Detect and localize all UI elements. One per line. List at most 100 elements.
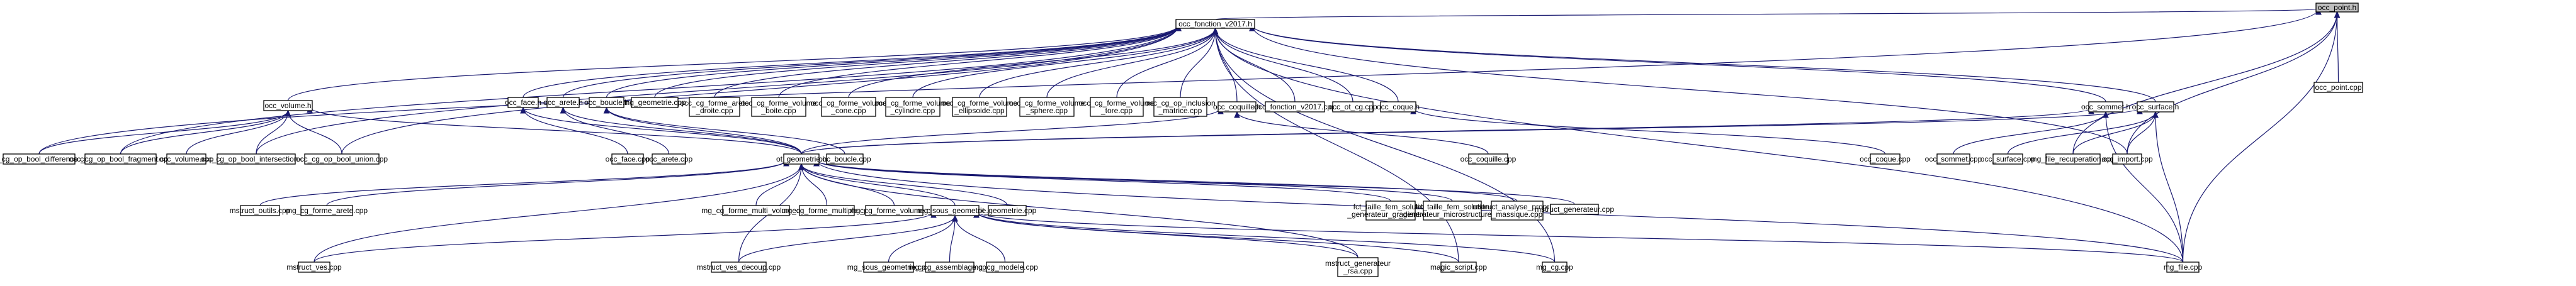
node-label: mstruct_analyse_propriete [1472, 202, 1562, 211]
edge-occ_cg_op_bool_union-to-occ_volume_h [285, 109, 342, 155]
node-occ-point-cpp[interactable]: occ_point.cpp [2313, 82, 2363, 93]
node-occ-coquille-h[interactable]: occ_coquille.h [1213, 101, 1261, 113]
node-mstruct-generateur-cpp[interactable]: mstruct_generateur.cpp [1535, 204, 1614, 215]
node-mg-geometrie-cpp[interactable]: mg_geometrie.cpp [623, 97, 686, 108]
node-occ-import-cpp[interactable]: occ_import.cpp [2101, 153, 2153, 165]
edge-line [816, 160, 1575, 205]
node-box [722, 205, 790, 216]
node-mg-cg-forme-multi-volume-cpp[interactable]: mg_cg_forme_multi_volume.cpp [701, 205, 811, 216]
edge-fct_taille_gradient-to-ot_geometrie_h [813, 159, 1391, 202]
node-occ-cg-op-bool-difference[interactable]: occ_cg_op_bool_difference.cpp [0, 153, 93, 165]
node-box [2088, 101, 2123, 113]
node-mg-cg-forme-volume-cpp[interactable]: mg_cg_forme_volume.cpp [850, 205, 939, 216]
node-box [1992, 153, 2023, 165]
node-ot-geometrie-h[interactable]: ot_geometrie.h [776, 153, 827, 165]
node-occ-cg-op-inclusion-matrice[interactable]: occ_cg_op_inclusion_matrice.cpp [1145, 97, 1216, 117]
node-label: occ_face.cpp [606, 155, 650, 163]
node-occ-boucle-cpp[interactable]: occ_boucle.cpp [818, 153, 871, 165]
node-occ-cg-forme-volume-sphere[interactable]: occ_cg_forme_volume_sphere.cpp [1009, 97, 1085, 117]
node-box [3, 153, 76, 165]
node-magic-script-cpp[interactable]: magic_script.cpp [1430, 261, 1487, 273]
edge-line [523, 107, 802, 155]
node-mstruct-generateur-rsa[interactable]: mstruct_generateur_rsa.cpp [1325, 257, 1391, 277]
node-ot-geometrie-cpp[interactable]: ot_geometrie.cpp [978, 205, 1037, 216]
node-occ-fonction-v2017-cpp[interactable]: occ_fonction_v2017.cpp [1254, 101, 1336, 113]
node-occ-cg-op-bool-intersection[interactable]: occ_cg_op_bool_intersection.cpp [200, 153, 312, 165]
node-occ-coque-h[interactable]: occ_coque.h [1377, 101, 1420, 113]
node-mg-sous-geometrie-h[interactable]: mg_sous_geometrie.h [918, 205, 993, 216]
node-occ-face-h[interactable]: occ_face.h [505, 97, 541, 108]
node-occ-cg-forme-volume-tore[interactable]: occ_cg_forme_volume_tore.cpp [1079, 97, 1155, 117]
node-box [1019, 97, 1075, 117]
node-occ-ot-cg-cpp[interactable]: occ_ot_cg.cpp [1328, 101, 1377, 113]
edge-line [801, 163, 956, 206]
edge-line [1214, 28, 1399, 102]
edge-line [816, 160, 1391, 202]
node-box [298, 261, 330, 273]
edge-line [341, 25, 1179, 155]
node-mg-sous-geometrie-cpp[interactable]: mg_sous_geometrie.cpp [847, 261, 930, 273]
node-fct-taille-microstructure[interactable]: fct_taille_fem_solution_generateur_micro… [1398, 201, 1506, 221]
node-label: occ_boucle.cpp [818, 155, 871, 163]
node-occ-point-h[interactable]: occ_point.h [2315, 3, 2359, 13]
node-label: mg_file.cpp [2164, 263, 2203, 272]
node-box [166, 153, 206, 165]
edge-occ_face_h-to-occ_fonction_v2017_h [523, 24, 1182, 98]
edge-ot_geometrie_cpp-to-ot_geometrie_h [798, 163, 1008, 206]
node-mstruct-analyse-propriete[interactable]: mstruct_analyse_propriete_massique.cpp [1472, 201, 1562, 221]
node-mstruct-ves-decoup-cpp[interactable]: mstruct_ves_decoup.cpp [697, 261, 781, 273]
node-occ-face-cpp[interactable]: occ_face.cpp [606, 153, 650, 165]
node-box [631, 97, 679, 108]
node-box [930, 205, 980, 216]
node-box [1090, 97, 1144, 117]
node-occ-arete-h[interactable]: occ_arete.h [543, 97, 583, 108]
node-occ-cg-forme-volume-cylindre[interactable]: occ_cg_forme_volume_cylindre.cpp [875, 97, 951, 117]
node-occ-cg-op-bool-fragment[interactable]: occ_cg_op_bool_fragment.cpp [69, 153, 172, 165]
edge-mg_file_cpp-to-occ_surface_h [2152, 111, 2184, 263]
node-mg-file-cpp[interactable]: mg_file.cpp [2164, 261, 2203, 273]
edge-occ_import_cpp-to-occ_point_h [2127, 11, 2341, 155]
node-mg-cg-modele-cpp[interactable]: mg_cg_modele.cpp [972, 261, 1038, 273]
node-label: _ellipsoide.cpp [954, 106, 1005, 115]
node-mg-cg-assemblage-cpp[interactable]: mg_cg_assemblage.cpp [908, 261, 991, 273]
node-mg-file-recuperation-cpp[interactable]: mg_file_recuperation.cpp [2031, 153, 2116, 165]
edge-occ_import_cpp-to-occ_surface_h [2127, 111, 2159, 155]
node-fct-taille-gradient[interactable]: fct_taille_fem_solution_generateur_gradi… [1347, 201, 1434, 221]
node-occ-cg-forme-volume-boite[interactable]: occ_cg_forme_volume_boite.cpp [741, 97, 817, 117]
node-occ-cg-forme-volume-ellipsoide[interactable]: occ_cg_forme_volume_ellipsoide.cpp [942, 97, 1018, 117]
edge-mstruct_outils_cpp-to-ot_geometrie_h [259, 159, 789, 206]
node-mg-cg-forme-multiple-cpp[interactable]: mg_cg_forme_multiple.cpp [781, 205, 873, 216]
node-occ-sommet-cpp[interactable]: occ_sommet.cpp [1925, 153, 1982, 165]
arrowhead-icon [2152, 111, 2159, 118]
node-occ-arete-cpp[interactable]: occ_arete.cpp [645, 153, 693, 165]
node-occ-volume-h[interactable]: occ_volume.h [263, 100, 313, 111]
node-occ-cg-forme-volume-cone[interactable]: occ_cg_forme_volume_cone.cpp [811, 97, 887, 117]
node-box [1423, 201, 1482, 221]
edge-line [314, 163, 802, 263]
node-occ-cg-op-bool-union[interactable]: occ_cg_op_bool_union.cpp [296, 153, 388, 165]
node-box [2112, 153, 2142, 165]
edge-occ_cg_op_bool_difference-to-occ_volume_h [38, 109, 291, 155]
node-occ-boucle-h[interactable]: occ_boucle.h [584, 97, 629, 108]
node-label: mg_cg.cpp [1536, 263, 1573, 272]
node-occ-sommet-h[interactable]: occ_sommet.h [2081, 101, 2130, 113]
edge-mstruct_generateur_cpp-to-ot_geometrie_h [813, 159, 1575, 205]
node-mg-cg-forme-arete-cpp[interactable]: mg_cg_forme_arete.cpp [286, 205, 368, 216]
node-occ-cg-forme-arete-droite[interactable]: occ_cg_forme_arete_droite.cpp [680, 97, 749, 117]
node-occ-coquille-cpp[interactable]: occ_coquille.cpp [1460, 153, 1517, 165]
node-label: occ_sommet.cpp [1925, 155, 1982, 163]
node-occ-surface-h[interactable]: occ_surface.h [2132, 101, 2179, 113]
node-occ-fonction-v2017-h[interactable]: occ_fonction_v2017.h [1175, 19, 1255, 29]
node-label: occ_volume.cpp [159, 155, 214, 163]
node-mg-cg-cpp[interactable]: mg_cg.cpp [1536, 261, 1573, 273]
edge-line [801, 163, 1008, 206]
edge-line [976, 211, 1556, 263]
edge-occ_cg_op_bool_fragment-to-occ_fonction_v2017_h [120, 24, 1182, 155]
node-mstruct-outils-cpp[interactable]: mstruct_outils.cpp [230, 205, 291, 216]
node-occ-surface-cpp[interactable]: occ_surface.cpp [1980, 153, 2036, 165]
node-occ-coque-cpp[interactable]: occ_coque.cpp [1860, 153, 1911, 165]
node-label: occ_fonction_v2017.h [1178, 19, 1252, 28]
node-occ-volume-cpp[interactable]: occ_volume.cpp [159, 153, 214, 165]
node-label: occ_surface.h [2132, 102, 2179, 111]
node-mstruct-ves-cpp[interactable]: mstruct_ves.cpp [286, 261, 342, 273]
